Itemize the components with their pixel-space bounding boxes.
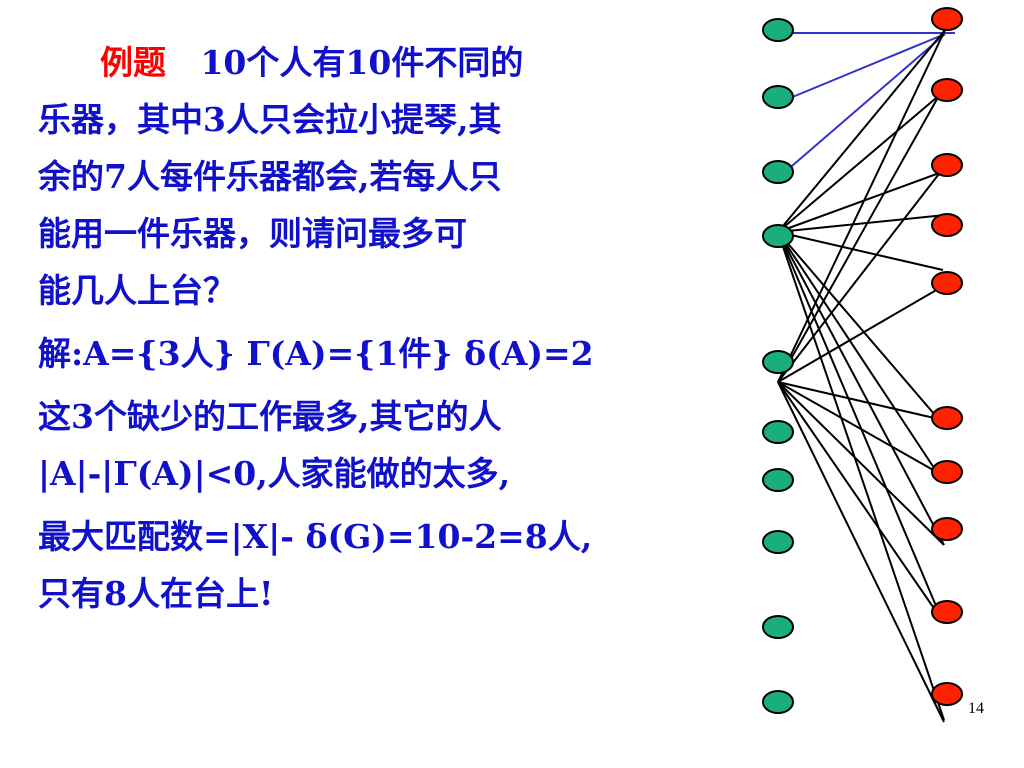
instrument-node	[931, 406, 963, 430]
person-node	[762, 224, 794, 248]
instrument-node	[931, 460, 963, 484]
edge-blue	[777, 33, 946, 179]
edge-black	[777, 231, 944, 271]
person-node	[762, 85, 794, 109]
edge-blue	[777, 33, 946, 104]
edge-black	[777, 381, 945, 546]
solution-line-3: |A|-|Γ(A)|<0,人家能做的太多,	[38, 454, 511, 493]
problem-line-1: 10个人有10件不同的	[200, 43, 524, 82]
edge-black	[777, 92, 943, 233]
person-node	[762, 350, 794, 374]
problem-line-5: 能几人上台？	[38, 271, 236, 310]
instrument-node	[931, 153, 963, 177]
edge-black	[777, 29, 946, 383]
edge-black	[777, 231, 943, 481]
instrument-node	[931, 682, 963, 706]
edge-black	[777, 169, 943, 383]
page-number: 14	[968, 700, 984, 717]
person-node	[762, 160, 794, 184]
edge-black	[777, 381, 944, 421]
problem-line-4: 能用一件乐器，则请问最多可	[38, 214, 467, 253]
person-node	[762, 615, 794, 639]
edge-black	[777, 171, 943, 233]
instrument-node	[931, 78, 963, 102]
solution-line-4: 最大匹配数=|X|- δ(G)=10-2=8人,	[38, 517, 593, 556]
person-node	[762, 530, 794, 554]
edge-black	[777, 231, 945, 721]
solution-line-1: 解:A={3人} Γ(A)={1件} δ(A)=2	[38, 334, 594, 373]
person-node	[762, 18, 794, 42]
edge-black	[777, 381, 943, 621]
edge-black	[777, 231, 945, 546]
problem-line-2: 乐器，其中3人只会拉小提琴,其	[38, 100, 502, 139]
edge-black	[777, 231, 942, 423]
edge-black	[777, 381, 945, 723]
edge-black	[777, 91, 942, 383]
problem-label: 例题	[100, 43, 166, 82]
solution-line-2: 这3个缺少的工作最多,其它的人	[38, 397, 502, 436]
edge-black	[777, 29, 946, 233]
instrument-node	[931, 271, 963, 295]
person-node	[762, 420, 794, 444]
edge-black	[777, 231, 943, 621]
instrument-node	[931, 7, 963, 31]
solution-line-5: 只有8人在台上!	[38, 574, 274, 613]
problem-line-3: 余的7人每件乐器都会,若每人只	[38, 157, 502, 196]
instrument-node	[931, 600, 963, 624]
problem-first-line: 例题 10个人有10件不同的	[38, 34, 728, 91]
instrument-node	[931, 517, 963, 541]
person-node	[762, 468, 794, 492]
instrument-node	[931, 213, 963, 237]
edge-black	[777, 381, 943, 476]
edge-black	[777, 284, 946, 383]
person-node	[762, 690, 794, 714]
edge-black	[777, 214, 946, 233]
slide-body: 例题 10个人有10件不同的 乐器，其中3人只会拉小提琴,其 余的7人每件乐器都…	[38, 34, 728, 622]
